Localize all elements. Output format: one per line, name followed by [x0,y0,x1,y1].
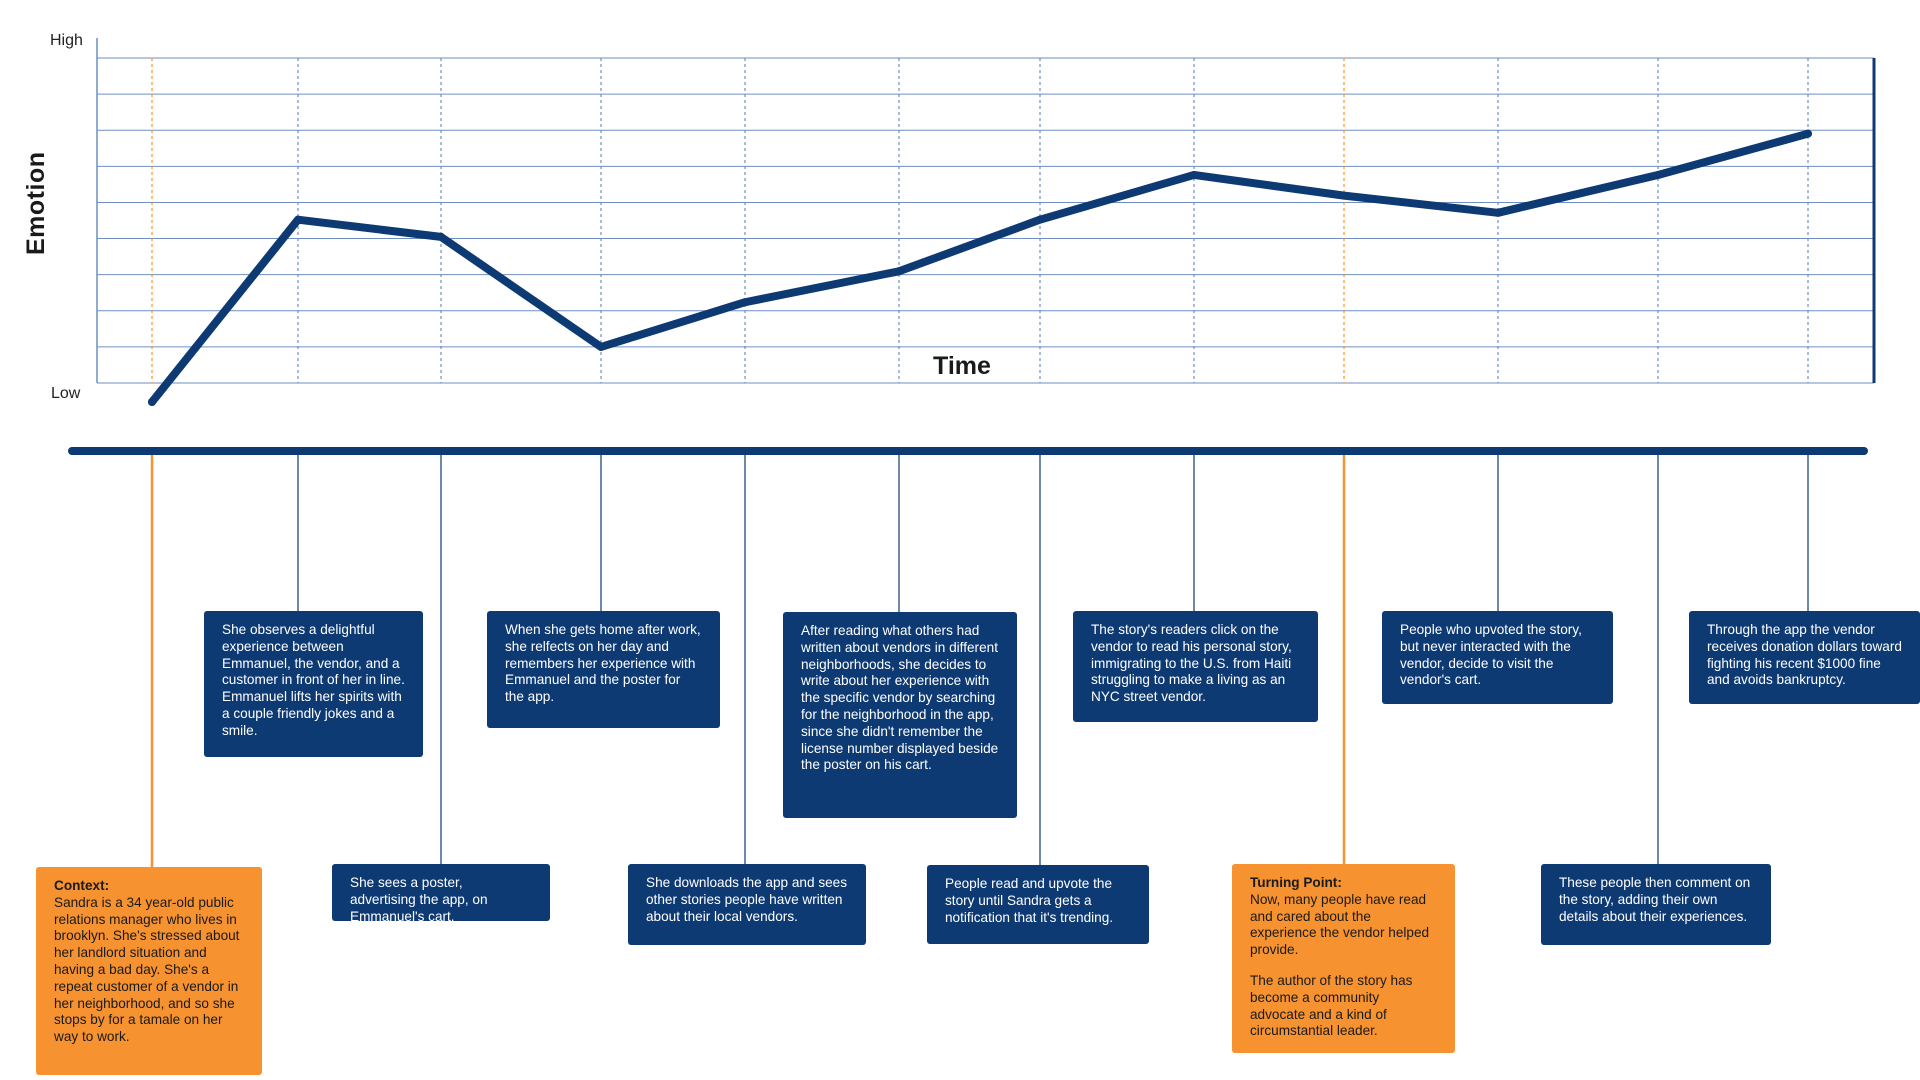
step-card-text: When she gets home after work, she relfe… [505,622,701,705]
step-card: People read and upvote the story until S… [927,865,1149,944]
step-guides [151,58,1809,383]
step-card-text: Through the app the vendor receives dona… [1707,622,1902,688]
axes [96,38,1876,383]
emotion-point [1340,191,1348,200]
step-card-text: She sees a poster, advertising the app, … [350,875,488,924]
emotion-point [1190,170,1198,179]
step-card: These people then comment on the story, … [1541,864,1771,945]
emotion-line [148,129,1812,406]
step-card-text: Now, many people have read and cared abo… [1250,891,1430,958]
step-card: After reading what others had written ab… [783,612,1017,818]
step-card: The story's readers click on the vendor … [1073,611,1318,722]
card-connectors [68,447,1868,867]
y-axis-high-label: High [50,32,83,49]
emotion-point [294,215,302,224]
step-card-text: The story's readers click on the vendor … [1091,622,1292,705]
x-axis-title: Time [933,352,991,380]
step-card: Through the app the vendor receives dona… [1689,611,1920,704]
step-card-title: Context: [54,878,110,893]
step-card-text: She observes a delightful experience bet… [222,622,405,738]
step-card-text: She downloads the app and sees other sto… [646,875,848,924]
emotion-point [597,342,605,351]
step-card-text: After reading what others had written ab… [801,623,999,773]
step-card-text: The author of the story has become a com… [1250,972,1413,1039]
emotion-point [1654,170,1662,179]
emotion-point [1036,215,1044,224]
emotion-point [1804,129,1812,138]
step-card: When she gets home after work, she relfe… [487,611,720,728]
step-card-text: These people then comment on the story, … [1559,875,1751,924]
step-card: She sees a poster, advertising the app, … [332,864,550,924]
step-card: People who upvoted the story, but never … [1382,611,1613,704]
grid [97,57,1874,384]
step-card-text: People read and upvote the story until S… [945,876,1114,925]
emotion-line-layer [148,129,1812,406]
step-card-title: Turning Point: [1250,875,1342,890]
highlight-step-card: Context:Sandra is a 34 year-old public r… [36,867,262,1075]
step-card-text: People who upvoted the story, but never … [1400,622,1582,688]
step-card-text: Sandra is a 34 year-old public relations… [54,894,240,1045]
emotion-point [895,267,903,276]
emotion-point [437,232,445,241]
step-card: She observes a delightful experience bet… [204,611,423,757]
emotion-point [1494,208,1502,217]
emotion-point [148,398,156,406]
y-axis-low-label: Low [51,385,81,402]
emotion-point [741,298,749,307]
highlight-step-card: Turning Point:Now, many people have read… [1232,864,1455,1053]
y-axis-title: Emotion [22,151,50,256]
step-card: She downloads the app and sees other sto… [628,864,866,945]
